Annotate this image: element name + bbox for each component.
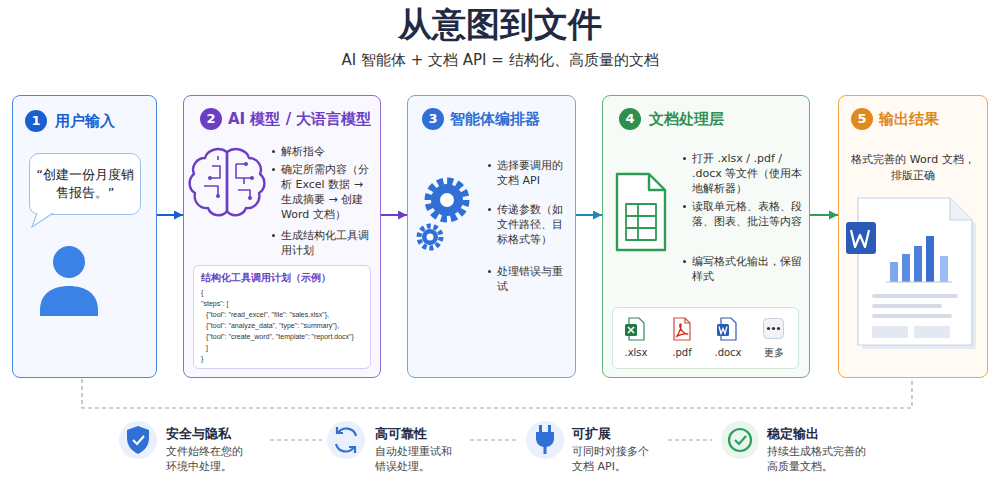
step-box: 5 输出结果格式完善的 Word 文档，排版正确 [838,95,988,378]
format-label: 更多 [751,346,797,359]
bullet-text: 传递参数（如文件路径、目标格式等） [488,202,572,247]
gear-icon [419,181,466,248]
speech-tail [32,212,54,227]
file-icon [763,317,784,341]
code-line: ] [206,342,208,353]
bullet-text: 选择要调用的文档 API [488,158,572,188]
flow-arrow [381,214,407,216]
bullet-text: 打开 .xlsx / .pdf / .docx 等文件（使用本地解析器） [683,151,805,196]
flow-arrow [810,214,838,216]
step-box: 2 AI 模型 / 大语言模型解析指令确定所需内容（分析 Excel 数据 → 生… [183,95,381,378]
step-number: 1 [25,110,47,132]
check-icon [721,421,759,459]
step-title: 文档处理层 [649,108,724,130]
format-label: .pdf [659,346,705,359]
feature-text: 持续生成格式完善的高质量文档。 [767,444,869,474]
format-label: .docx [705,346,751,359]
subtitle: AI 智能体 + 文档 API = 结构化、高质量的文档 [0,50,1000,70]
code-line: { [201,287,203,298]
code-line: "steps": [ [201,298,229,309]
plug-icon [526,421,564,459]
code-box: 结构化工具调用计划（示例） {"steps": [{"tool": "read_e… [193,265,371,369]
flow-arrow [576,214,602,216]
bullet-text: 读取单元格、表格、段落、图表、批注等内容 [683,199,805,229]
code-line: } [201,353,203,364]
user-icon [40,246,98,316]
format-label: .xlsx [613,346,659,359]
feature-title: 高可靠性 [375,425,427,442]
feature-title: 可扩展 [572,425,611,442]
file-icon [625,317,646,341]
bullet-text: 解析指令 [272,144,374,159]
bullet-text: 编写格式化输出，保留样式 [683,254,805,284]
step-number: 2 [200,108,222,130]
feature-title: 安全与隐私 [166,425,231,442]
format-tray: .xlsx.pdf.docx更多 [612,307,799,369]
step-box: 3 智能体编排器选择要调用的文档 API 传递参数（如文件路径、目标格式等） 处理错误… [407,95,576,378]
feature-text: 自动处理重试和错误处理。 [375,444,455,474]
file-icon [671,317,692,341]
step-box: 4 文档处理层打开 .xlsx / .pdf / .docx 等文件（使用本地解析… [602,95,810,378]
feature-title: 稳定输出 [767,425,819,442]
step-number: 3 [422,108,444,130]
bullet-text: 确定所需内容（分析 Excel 数据 → 生成摘要 → 创建 Word 文档） [272,162,374,222]
code-line: {"tool": "read_excel", "file": "sales.xl… [206,309,329,320]
step-title: 用户输入 [55,110,115,132]
speech-bubble: “创建一份月度销售报告。” [29,153,141,215]
step-box: 1 用户输入 “创建一份月度销售报告。” [12,95,157,378]
step-title: 智能体编排器 [450,108,540,130]
plan-title: 结构化工具调用计划（示例） [201,271,331,284]
code-line: {"tool": "analyze_data", "type": "summar… [206,320,339,331]
step-title: AI 模型 / 大语言模型 [228,108,371,130]
feature-text: 可同时对接多个文档 API。 [572,444,652,474]
retry-icon [327,421,365,459]
file-icon [717,317,738,341]
step-title: 输出结果 [879,108,939,130]
spreadsheet-icon [617,174,665,250]
diagram-title: 从意图到文件 [0,2,1000,46]
step-number: 5 [851,108,873,130]
bullet-text: 处理错误与重试 [488,264,572,294]
output-text: 格式完善的 Word 文档，排版正确 [851,152,975,184]
output-document [846,198,976,349]
bullet-text: 生成结构化工具调用计划 [272,228,374,258]
speech-text: “创建一份月度销售报告。” [34,166,136,202]
step-number: 4 [619,108,641,130]
flow-arrow [157,214,183,216]
shield-icon [119,421,157,459]
feature-text: 文件始终在您的环境中处理。 [166,444,246,474]
brain-icon [190,149,265,215]
code-line: {"tool": "create_word", "template": "rep… [206,331,354,342]
